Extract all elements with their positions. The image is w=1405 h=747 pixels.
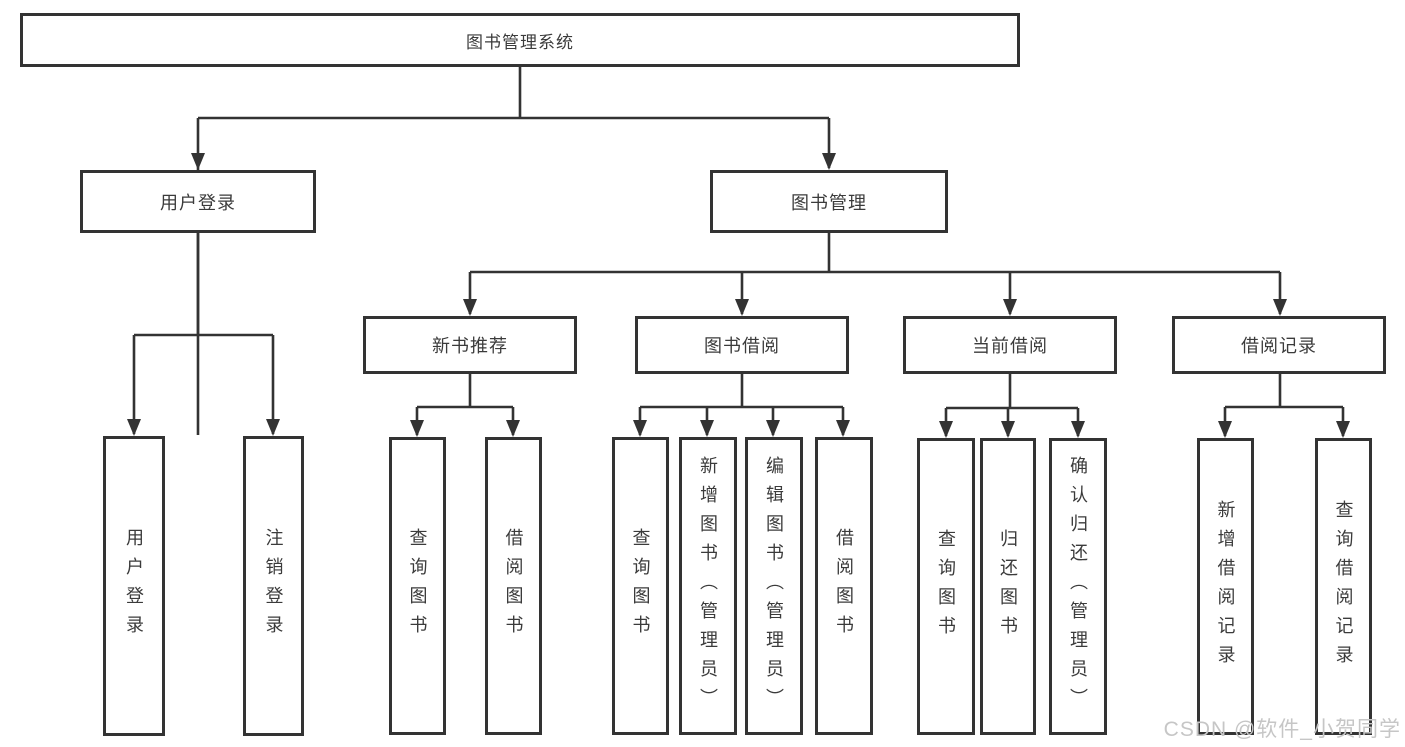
connector-user-login bbox=[132, 233, 275, 434]
arrowheads bbox=[127, 153, 1350, 438]
leaf-edit-books-admin: 编辑图书（管理员） bbox=[745, 437, 803, 735]
connector-borrow-records bbox=[1223, 374, 1345, 436]
leaf-return-books: 归还图书 bbox=[980, 438, 1036, 735]
node-borrow-records: 借阅记录 bbox=[1172, 316, 1386, 374]
node-book-borrow: 图书借阅 bbox=[635, 316, 849, 374]
leaf-recommend-borrow-books: 借阅图书 bbox=[485, 437, 542, 735]
leaf-logout: 注销登录 bbox=[243, 436, 304, 736]
node-new-book-recommend: 新书推荐 bbox=[363, 316, 577, 374]
leaf-confirm-return-admin: 确认归还（管理员） bbox=[1049, 438, 1107, 735]
connector-root bbox=[196, 67, 831, 435]
leaf-current-query-books: 查询图书 bbox=[917, 438, 975, 735]
node-current-borrow: 当前借阅 bbox=[903, 316, 1117, 374]
node-book-management: 图书管理 bbox=[710, 170, 948, 233]
leaf-query-borrow-record: 查询借阅记录 bbox=[1315, 438, 1372, 735]
connector-book-management bbox=[468, 233, 1282, 314]
leaf-add-borrow-record: 新增借阅记录 bbox=[1197, 438, 1254, 735]
leaf-borrow-books: 借阅图书 bbox=[815, 437, 873, 735]
leaf-user-login: 用户登录 bbox=[103, 436, 165, 736]
leaf-add-books-admin: 新增图书（管理员） bbox=[679, 437, 737, 735]
leaf-recommend-query-books: 查询图书 bbox=[389, 437, 446, 735]
connector-book-borrow bbox=[638, 374, 845, 435]
leaf-borrow-query-books: 查询图书 bbox=[612, 437, 669, 735]
node-user-login: 用户登录 bbox=[80, 170, 316, 233]
connector-new-book-recommend bbox=[415, 374, 515, 435]
node-root: 图书管理系统 bbox=[20, 13, 1020, 67]
